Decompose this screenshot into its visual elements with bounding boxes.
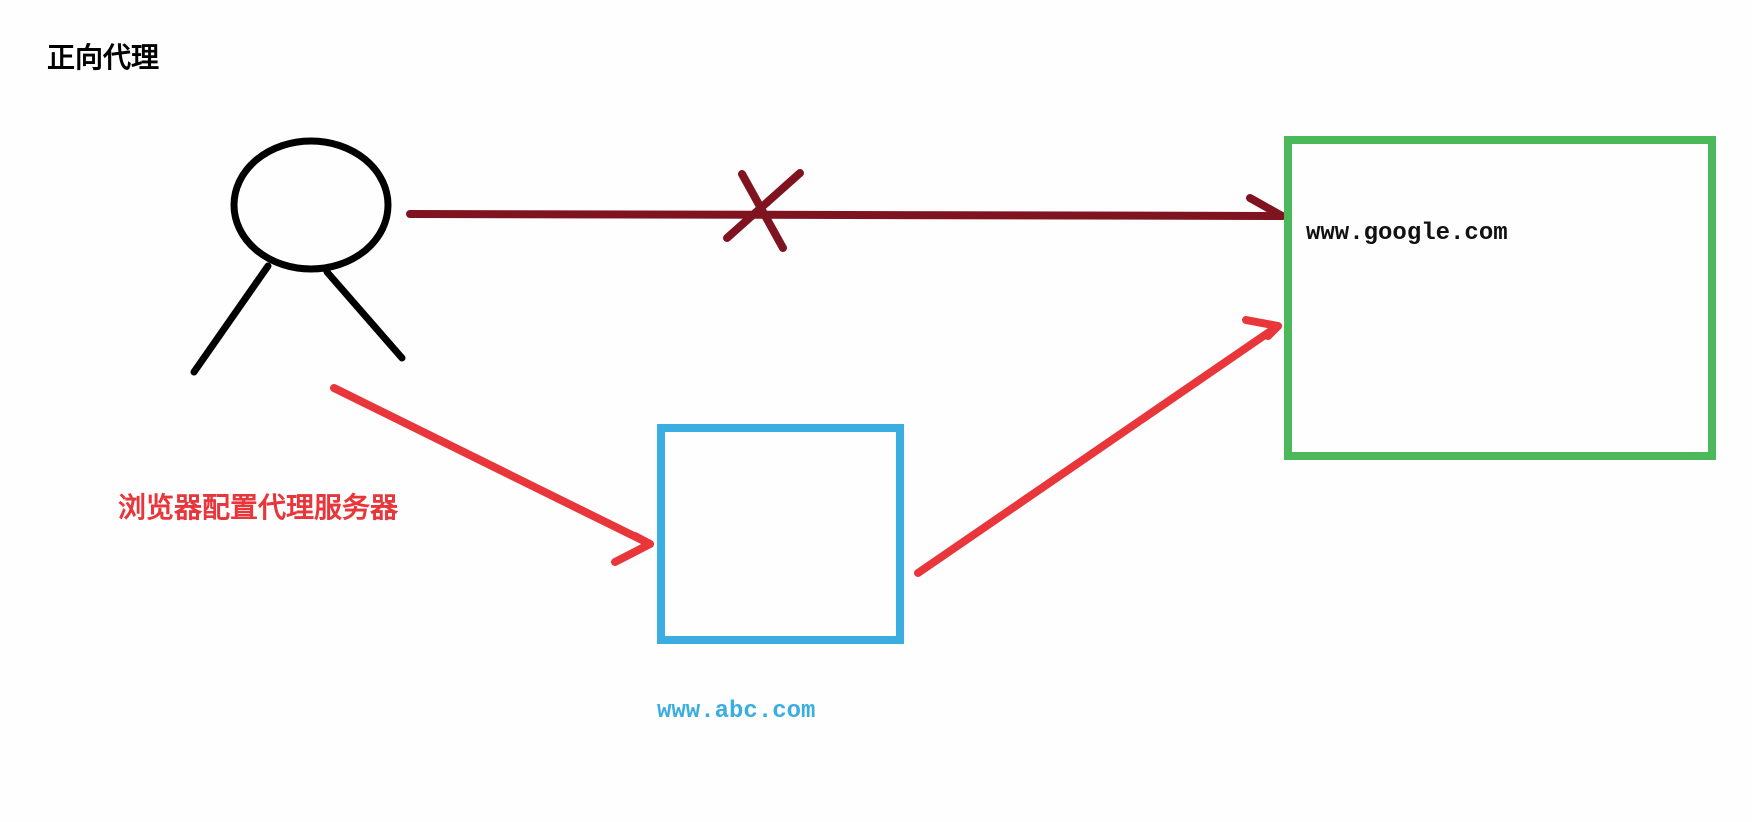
cross-mark-icon	[723, 169, 804, 252]
user-to-proxy-arrow-line	[330, 384, 654, 548]
user-figure-icon	[190, 137, 406, 376]
proxy-to-target-arrow-head	[1242, 316, 1282, 340]
blocked-arrow-line	[406, 210, 1286, 220]
blocked-arrow	[406, 194, 1286, 220]
proxy-server-box	[657, 424, 904, 644]
proxy-to-target-arrow-line	[914, 322, 1282, 577]
user-to-proxy-arrow-head	[611, 532, 654, 566]
target-site-label: www.google.com	[1306, 220, 1508, 247]
user-to-proxy-arrow	[330, 384, 654, 566]
diagram-title: 正向代理	[47, 41, 160, 74]
user-left-leg	[190, 262, 272, 376]
blocked-arrow-head	[1246, 194, 1286, 220]
user-head	[230, 137, 392, 273]
user-right-leg	[323, 268, 406, 362]
proxy-site-label: www.abc.com	[657, 698, 816, 725]
proxy-config-caption: 浏览器配置代理服务器	[118, 491, 399, 524]
target-site-box	[1284, 136, 1716, 460]
proxy-to-target-arrow	[914, 316, 1282, 577]
